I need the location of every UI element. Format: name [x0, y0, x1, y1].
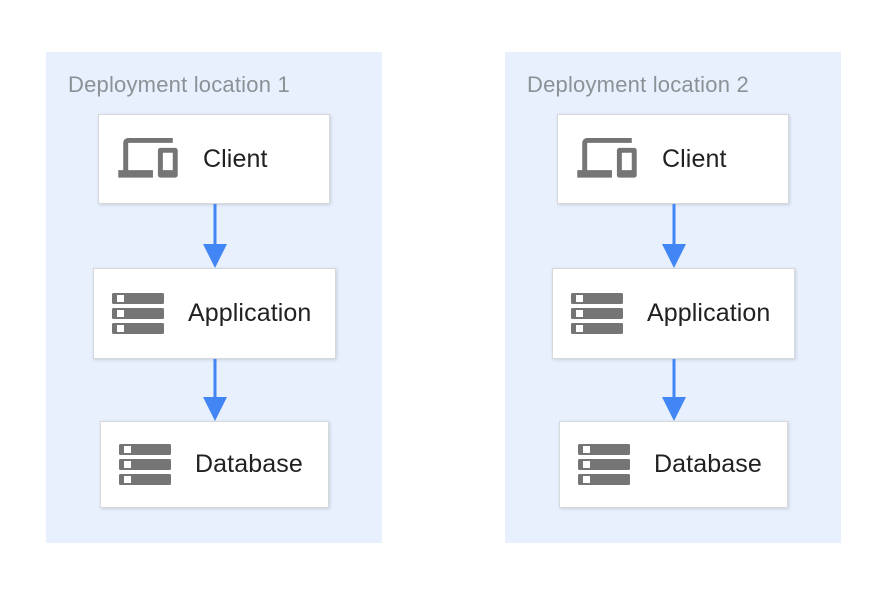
server-stack-icon — [112, 293, 164, 334]
node-label: Client — [662, 144, 727, 173]
node-client: Client — [557, 114, 789, 204]
panel-title: Deployment location 1 — [68, 72, 290, 97]
devices-icon — [117, 133, 179, 185]
panel-title: Deployment location 2 — [527, 72, 749, 97]
node-database: Database — [100, 421, 329, 508]
arrow-down-icon — [203, 359, 227, 421]
node-label: Client — [203, 144, 268, 173]
server-stack-icon — [578, 444, 630, 485]
deployment-panel-2: Deployment location 2 Client — [505, 52, 841, 543]
node-application: Application — [93, 268, 336, 359]
node-label: Database — [195, 450, 303, 478]
arrow-down-icon — [662, 359, 686, 421]
node-label: Application — [188, 299, 312, 327]
arrow-down-icon — [203, 204, 227, 268]
devices-icon — [576, 133, 638, 185]
node-label: Application — [647, 299, 771, 327]
deployment-panel-1: Deployment location 1 Client — [46, 52, 382, 543]
arrow-down-icon — [662, 204, 686, 268]
node-database: Database — [559, 421, 788, 508]
node-client: Client — [98, 114, 330, 204]
node-application: Application — [552, 268, 795, 359]
node-label: Database — [654, 450, 762, 478]
server-stack-icon — [119, 444, 171, 485]
server-stack-icon — [571, 293, 623, 334]
